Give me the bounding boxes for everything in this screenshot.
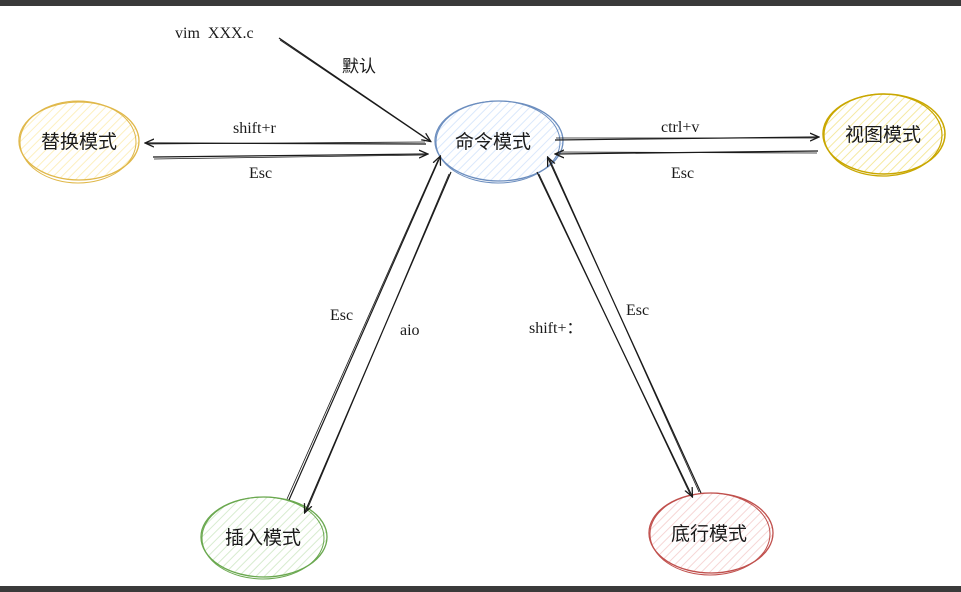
node-insert-label: 插入模式	[225, 527, 301, 549]
edge-command-visual: ctrl+v	[554, 119, 818, 140]
node-replace-mode: 替换模式	[18, 100, 140, 184]
node-command-label: 命令模式	[455, 131, 531, 153]
to-bottom-label: shift+：	[529, 320, 582, 337]
node-visual-label: 视图模式	[845, 124, 921, 146]
to-visual-label: ctrl+v	[661, 119, 699, 136]
edge-command-replace: shift+r	[146, 120, 427, 144]
edge-command-bottom: shift+：	[529, 171, 692, 496]
edge-replace-command: Esc	[152, 154, 427, 182]
from-replace-label: Esc	[249, 165, 272, 182]
top-frame-bar	[0, 0, 961, 6]
to-insert-label: aio	[400, 322, 420, 339]
node-insert-mode: 插入模式	[200, 496, 328, 580]
edge-start: vim XXX.c 默认	[175, 25, 430, 141]
node-command-mode: 命令模式	[434, 100, 564, 184]
node-bottom-mode: 底行模式	[648, 492, 774, 576]
from-bottom-label: Esc	[626, 302, 649, 319]
from-visual-label: Esc	[671, 165, 694, 182]
edge-visual-command: Esc	[556, 151, 819, 182]
start-label: vim XXX.c	[175, 25, 254, 42]
edge-insert-command: Esc	[286, 157, 440, 501]
node-visual-mode: 视图模式	[822, 93, 946, 177]
edge-bottom-command: Esc	[548, 158, 702, 494]
from-insert-label: Esc	[330, 307, 353, 324]
default-label: 默认	[342, 57, 376, 77]
to-replace-label: shift+r	[233, 120, 276, 137]
edge-command-insert: aio	[305, 171, 452, 512]
bottom-frame-bar	[0, 586, 961, 592]
node-replace-label: 替换模式	[41, 131, 117, 153]
node-bottom-label: 底行模式	[671, 523, 747, 545]
